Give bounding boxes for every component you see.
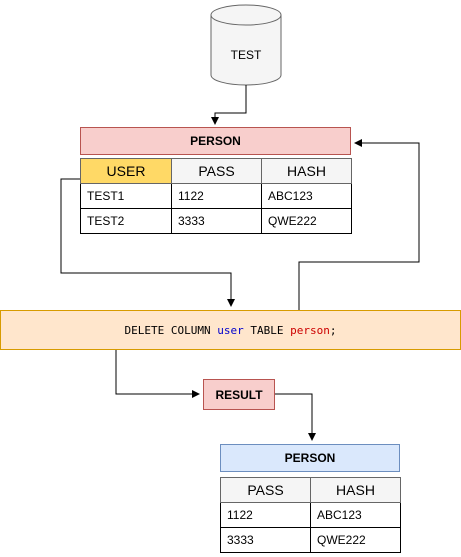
column-header-pass: PASS: [220, 477, 311, 503]
cell-pass: 3333: [171, 208, 262, 234]
statement-column-token: user: [217, 323, 244, 337]
connector-result-to-table: [275, 393, 316, 441]
database-label: TEST: [230, 48, 262, 62]
column-header-pass: PASS: [171, 158, 262, 184]
database-cylinder: [210, 4, 282, 86]
source-table-header-row: USER PASS HASH: [80, 158, 352, 184]
table-row: 3333 QWE222: [220, 527, 401, 553]
connector-statement-to-result: [115, 350, 200, 398]
sql-statement: DELETE COLUMN user TABLE person;: [0, 310, 461, 350]
source-table: USER PASS HASH TEST1 1122 ABC123 TEST2 3…: [80, 158, 352, 234]
statement-suffix: ;: [329, 323, 337, 337]
column-header-user: USER: [80, 158, 172, 184]
connector-user-to-statement: [60, 178, 235, 307]
cell-hash: QWE222: [261, 208, 352, 234]
cell-user: TEST2: [80, 208, 172, 234]
cell-hash: QWE222: [310, 527, 401, 553]
result-table: PASS HASH 1122 ABC123 3333 QWE222: [220, 477, 401, 553]
column-header-hash: HASH: [261, 158, 352, 184]
source-table-title: PERSON: [80, 127, 351, 155]
cell-pass: 1122: [220, 502, 311, 528]
cell-hash: ABC123: [310, 502, 401, 528]
connector-statement-to-person: [298, 139, 420, 310]
table-row: TEST2 3333 QWE222: [80, 208, 352, 234]
result-table-header-row: PASS HASH: [220, 477, 401, 503]
cell-pass: 1122: [171, 183, 262, 209]
statement-table-token: person: [290, 323, 330, 337]
result-table-title: PERSON: [220, 444, 400, 472]
statement-prefix: DELETE COLUMN: [124, 323, 211, 337]
statement-middle: TABLE: [250, 323, 284, 337]
cell-hash: ABC123: [261, 183, 352, 209]
table-row: TEST1 1122 ABC123: [80, 183, 352, 209]
cell-pass: 3333: [220, 527, 311, 553]
cell-user: TEST1: [80, 183, 172, 209]
column-header-hash: HASH: [310, 477, 401, 503]
connector-db-to-person: [211, 85, 247, 125]
result-label: RESULT: [203, 379, 275, 410]
table-row: 1122 ABC123: [220, 502, 401, 528]
